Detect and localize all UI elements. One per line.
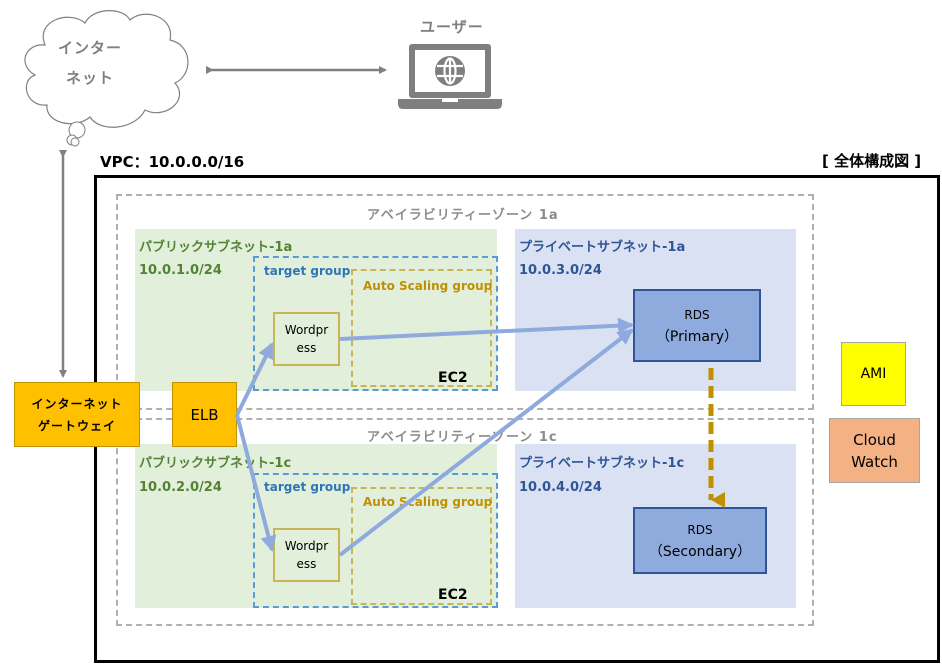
availability-zone-1a-label: アベイラビリティーゾーン 1a xyxy=(367,208,559,223)
wordpress-1c-line2: ess xyxy=(296,557,317,571)
wordpress-1a[interactable]: Wordpr ess xyxy=(273,312,340,366)
public-subnet-1c-name: パブリックサブネット-1c xyxy=(139,456,292,471)
ami-label: AMI xyxy=(860,366,887,382)
target-group-1a-label: target group xyxy=(264,264,351,278)
internet-label: インター ネット xyxy=(45,33,135,93)
internet-gateway-line2: ゲートウェイ xyxy=(37,418,116,433)
public-subnet-1a-name: パブリックサブネット-1a xyxy=(139,240,293,255)
ec2-1a-label: EC2 xyxy=(438,370,468,386)
wordpress-1c[interactable]: Wordpr ess xyxy=(273,528,340,582)
rds-primary[interactable]: RDS （Primary） xyxy=(633,289,761,362)
rds-secondary-line1: RDS xyxy=(687,522,713,537)
elb-label: ELB xyxy=(190,405,219,424)
public-subnet-1c-cidr: 10.0.2.0/24 xyxy=(139,480,222,495)
auto-scaling-group-1a-label: Auto Scaling group xyxy=(363,279,493,293)
private-subnet-1a-cidr: 10.0.3.0/24 xyxy=(519,263,602,278)
private-subnet-1c-cidr: 10.0.4.0/24 xyxy=(519,480,602,495)
laptop-globe-icon xyxy=(398,44,502,109)
internet-gateway[interactable]: インターネットゲートウェイ xyxy=(14,382,140,447)
ec2-1c-label: EC2 xyxy=(438,587,468,603)
elb[interactable]: ELB xyxy=(172,382,237,447)
internet-gateway-line1: インターネット xyxy=(31,396,123,411)
user-label: ユーザー xyxy=(420,18,484,36)
public-subnet-1a-cidr: 10.0.1.0/24 xyxy=(139,263,222,278)
vpc-label: VPC：10.0.0.0/16 xyxy=(100,153,245,171)
wordpress-1c-line1: Wordpr xyxy=(284,539,329,553)
target-group-1c-label: target group xyxy=(264,480,351,494)
wordpress-1a-line2: ess xyxy=(296,341,317,355)
private-subnet-1c-name: プライベートサブネット-1c xyxy=(519,456,685,471)
cloudwatch-line1: Cloud xyxy=(853,430,896,449)
internet-label-line1: インター xyxy=(57,39,122,57)
private-subnet-1a-name: プライベートサブネット-1a xyxy=(519,240,686,255)
rds-primary-line1: RDS xyxy=(684,307,710,322)
auto-scaling-group-1c-label: Auto Scaling group xyxy=(363,495,493,509)
cloudwatch-line2: Watch xyxy=(851,452,898,471)
internet-label-line2: ネット xyxy=(65,69,114,87)
internet-cloud-icon xyxy=(24,10,189,147)
diagram-title: [ 全体構成図 ] xyxy=(822,152,922,170)
ami[interactable]: AMI xyxy=(841,342,906,406)
rds-secondary[interactable]: RDS （Secondary） xyxy=(633,507,767,574)
availability-zone-1c-label: アベイラビリティーゾーン 1c xyxy=(367,430,558,445)
rds-secondary-line2: （Secondary） xyxy=(648,543,752,560)
wordpress-1a-line1: Wordpr xyxy=(284,323,329,337)
rds-primary-line2: （Primary） xyxy=(655,328,739,345)
